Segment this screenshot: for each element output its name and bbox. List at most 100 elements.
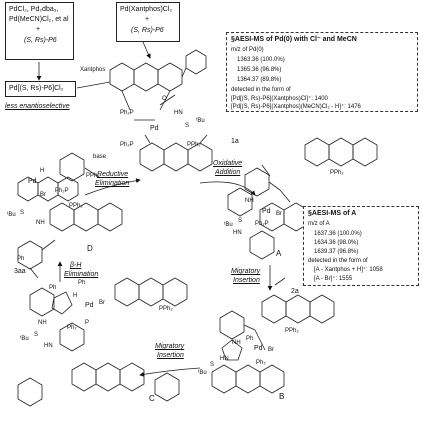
xantphos-box-plus: + bbox=[145, 16, 150, 23]
arrow-2a-in bbox=[274, 277, 286, 286]
esi-pd0-form: [Pd[(S, Rs)-P6](Xantphos)(MeCN)Cl₂ - H]⁺… bbox=[231, 104, 361, 110]
pd0-complex-structure bbox=[109, 49, 207, 121]
atom-tbu-b: ᵗBu bbox=[198, 370, 207, 376]
atom-tbu-d: ᵗBu bbox=[7, 212, 16, 218]
esi-pd0-detected: detected in the form of bbox=[231, 87, 291, 93]
atom-pd-c: Pd bbox=[85, 302, 94, 309]
esi-a-title: §AESI-MS of A bbox=[308, 210, 357, 217]
atom-pd-a: Pd bbox=[262, 208, 271, 215]
atom-pph2-a: PPh₂ bbox=[330, 170, 344, 176]
atom-nh-a: NH bbox=[245, 198, 254, 204]
arrow-3aa-out bbox=[29, 267, 39, 279]
atom-p-c: P bbox=[85, 320, 90, 326]
arrow-migratory-insertion-2 bbox=[139, 367, 201, 377]
step-base: base bbox=[93, 154, 107, 160]
atom-ph2p: Ph₂P bbox=[120, 142, 134, 148]
atom-ph-d: Ph bbox=[17, 256, 25, 262]
step-migratory-insertion-2: Insertion bbox=[157, 352, 184, 359]
atom-ph2p-d: Ph₂P bbox=[55, 188, 69, 194]
esi-a-peak: 1639.37 (96.8%) bbox=[314, 249, 359, 255]
precursor-plus: + bbox=[36, 26, 41, 33]
esi-a-form: [A - Xantphos + H]⁺: 1058 bbox=[314, 267, 383, 273]
step-reductive-elimination: Elimination bbox=[95, 180, 130, 187]
precursor-box: PdCl₂, Pd₂dba₃, Pd(MeCN)Cl₂, et al + (S,… bbox=[5, 2, 74, 60]
atom-pd-b: Pd bbox=[254, 345, 263, 352]
arrow-xantphos bbox=[76, 81, 111, 89]
atom-ph-b: Ph bbox=[246, 336, 254, 342]
arrow-reductive-elimination bbox=[84, 178, 141, 196]
compound-c-structure bbox=[17, 277, 188, 407]
atom-pph2-b: PPh₂ bbox=[285, 328, 299, 334]
esi-a-box: §AESI-MS of A m/z of A 1637.36 (100.0%) … bbox=[303, 206, 419, 286]
xantphos-center-structure bbox=[139, 134, 213, 172]
atom-tbu: ᵗBu bbox=[196, 118, 205, 124]
arrow-oxidative-addition bbox=[199, 181, 256, 196]
arrow-base-in bbox=[84, 167, 101, 179]
compound-label-d: D bbox=[87, 244, 93, 253]
esi-a-form: [A - Br]⁺: 1555 bbox=[314, 276, 353, 282]
pd-p6-label: Pd[(S, Rs)-P6]Cl₂ bbox=[9, 85, 64, 92]
esi-a-peak: 1637.36 (100.0%) bbox=[314, 231, 362, 237]
compound-label-b: B bbox=[279, 392, 285, 401]
pd-p6-box: Pd[(S, Rs)-P6]Cl₂ bbox=[5, 81, 76, 97]
esi-a-mz-label: m/z of A bbox=[308, 221, 330, 227]
atom-ph2p-a: Ph₂P bbox=[255, 221, 269, 227]
compound-d-structure bbox=[17, 152, 123, 270]
esi-pd0-form: [Pd[(S, Rs)-P6](Xantphos)Cl]⁺: 1400 bbox=[231, 96, 328, 102]
esi-pd0-peak: 1363.36 (100.0%) bbox=[237, 57, 285, 63]
compound-a-structure bbox=[227, 137, 378, 260]
arrow-1a-in bbox=[261, 164, 271, 177]
esi-a-detected: detected in the form of bbox=[308, 258, 368, 264]
atom-hn-b: HN bbox=[220, 356, 229, 362]
step-oxidative-addition: Oxidative bbox=[213, 160, 243, 167]
precursor-ligand: (S, Rs)-P6 bbox=[24, 37, 57, 44]
atom-h-c: H bbox=[73, 293, 78, 299]
atom-br-b: Br bbox=[268, 347, 274, 353]
esi-pd0-peak: 1365.36 (96.8%) bbox=[237, 67, 282, 73]
step-beta-h-elimination: β-H bbox=[70, 262, 82, 269]
esi-pd0-title: §AESI-MS of Pd(0) with Cl⁻ and MeCN bbox=[231, 36, 357, 43]
precursor-line-1: PdCl₂, Pd₂dba₃, bbox=[9, 6, 59, 13]
atom-ph-c2: Ph bbox=[78, 280, 86, 286]
atom-ph-c: Ph bbox=[49, 285, 57, 291]
step-migratory-insertion-2: Migratory bbox=[155, 343, 185, 350]
atom-ph2p: Ph₂P bbox=[120, 110, 134, 116]
atom-s-c: S bbox=[34, 332, 39, 338]
atom-pph2-c: PPh₂ bbox=[159, 306, 173, 312]
atom-o: O bbox=[162, 96, 167, 102]
atom-ph2-c: Ph₂ bbox=[67, 325, 77, 331]
atom-tbu-a: ᵗBu bbox=[224, 222, 233, 228]
step-migratory-insertion-1: Insertion bbox=[233, 277, 260, 284]
atom-hn-c: HN bbox=[44, 343, 53, 349]
atom-ph2-b: Ph₂ bbox=[256, 360, 266, 366]
atom-hn-a: HN bbox=[233, 230, 242, 236]
product-label-3aa: 3aa bbox=[14, 268, 26, 275]
esi-a-peak: 1634.36 (98.0%) bbox=[314, 240, 359, 246]
esi-pd0-peak: 1364.37 (89.8%) bbox=[237, 77, 282, 83]
atom-pph2: PPh₂ bbox=[187, 142, 201, 148]
esi-pd0-mz-label: m/z of Pd(0) bbox=[231, 47, 264, 53]
atom-pph2-left: PPh₂ bbox=[69, 203, 83, 209]
atom-pd-d: Pd bbox=[28, 178, 37, 185]
atom-s-b: S bbox=[210, 362, 215, 368]
compound-b-structure bbox=[154, 294, 335, 402]
compound-label-c: C bbox=[149, 394, 155, 403]
atom-pd0: Pd bbox=[150, 125, 159, 132]
atom-nh-d: NH bbox=[36, 220, 45, 226]
step-migratory-insertion-1: Migratory bbox=[231, 268, 261, 275]
atom-s: S bbox=[185, 123, 190, 129]
step-oxidative-addition: Addition bbox=[215, 169, 241, 176]
precursor-line-2: Pd(MeCN)Cl₂, et al bbox=[9, 16, 69, 23]
reagent-label-2a: 2a bbox=[291, 288, 299, 295]
atom-s-a: S bbox=[238, 218, 243, 224]
arrow-xantphos-box-down bbox=[142, 41, 151, 59]
atom-br-c: Br bbox=[99, 300, 105, 306]
atom-hn: HN bbox=[174, 110, 183, 116]
atom-nh-c: NH bbox=[38, 320, 47, 326]
atom-pph2-left: PPh₂ bbox=[86, 173, 100, 179]
compound-label-a: A bbox=[276, 249, 282, 258]
reagent-label-1a: 1a bbox=[231, 138, 239, 145]
atom-h-d: H bbox=[40, 168, 45, 174]
